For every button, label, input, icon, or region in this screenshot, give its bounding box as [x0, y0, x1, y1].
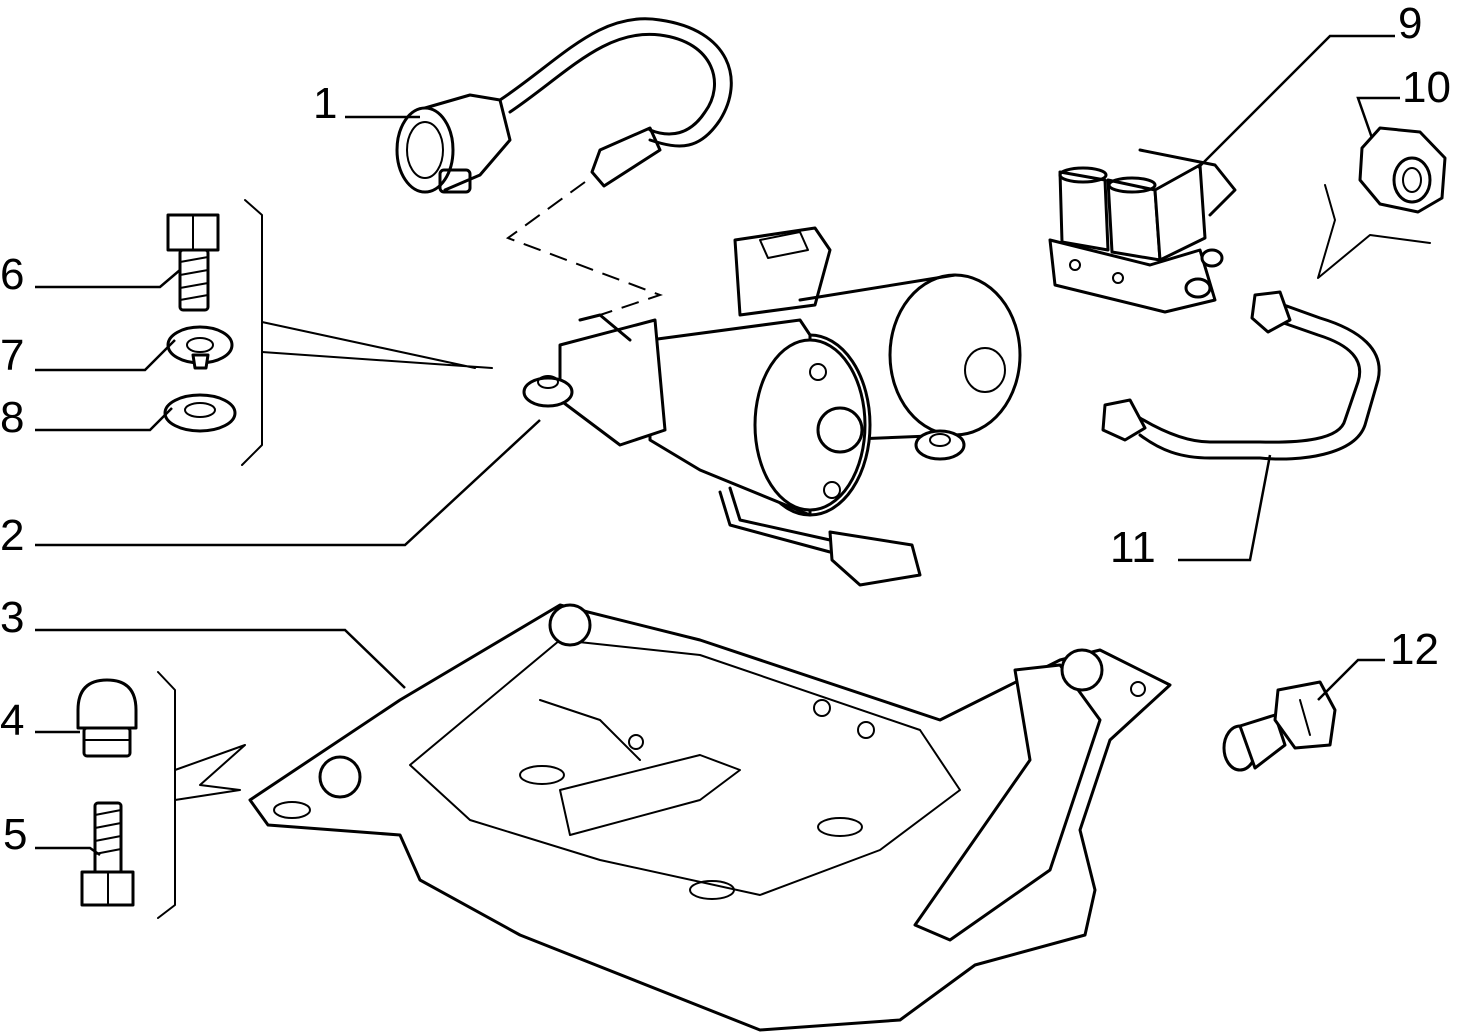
part-4-rubber-buffer[interactable] [76, 678, 138, 758]
leader-8 [35, 407, 173, 432]
callout-2: 2 [0, 511, 24, 560]
alignment-line-connector [505, 181, 663, 316]
part-2-compressor-assembly[interactable] [522, 226, 1022, 587]
leader-9 [1197, 34, 1395, 169]
callout-7: 7 [0, 331, 24, 380]
callout-8: 8 [0, 393, 24, 442]
part-11-air-pipe[interactable] [1101, 290, 1381, 461]
part-3-mounting-tray[interactable] [248, 603, 1172, 1032]
callout-12: 12 [1390, 625, 1439, 674]
callout-10: 10 [1402, 63, 1451, 112]
group-bracket-4-5 [157, 671, 176, 919]
callout-5: 5 [3, 810, 27, 859]
leader-7 [35, 339, 176, 372]
part-5-bolt[interactable] [80, 801, 135, 907]
leader-5 [35, 846, 101, 857]
leader-3 [35, 628, 406, 689]
group-pointer-10 [1317, 184, 1431, 279]
callout-9: 9 [1398, 0, 1422, 48]
callout-11: 11 [1110, 523, 1156, 572]
callout-6: 6 [0, 250, 24, 299]
group-pointer-6-8 [261, 321, 493, 369]
part-9-solenoid-valve[interactable] [1048, 148, 1237, 314]
part-6-bolt[interactable] [166, 213, 220, 312]
part-8-flat-washer[interactable] [163, 393, 237, 433]
group-bracket-6-8 [241, 199, 263, 466]
part-1-connector-harness[interactable] [395, 17, 733, 194]
callout-1: 1 [313, 79, 337, 128]
leader-2 [35, 419, 541, 547]
leader-12 [1317, 658, 1385, 701]
callout-3: 3 [0, 593, 24, 642]
part-7-split-washer[interactable] [166, 325, 234, 370]
part-10-nut[interactable] [1358, 126, 1447, 214]
part-12-sensor[interactable] [1222, 680, 1337, 772]
leader-11 [1178, 454, 1272, 562]
leader-6 [35, 269, 181, 289]
leader-10 [1356, 96, 1400, 139]
group-pointer-4-5 [174, 744, 246, 801]
callout-4: 4 [0, 696, 24, 745]
